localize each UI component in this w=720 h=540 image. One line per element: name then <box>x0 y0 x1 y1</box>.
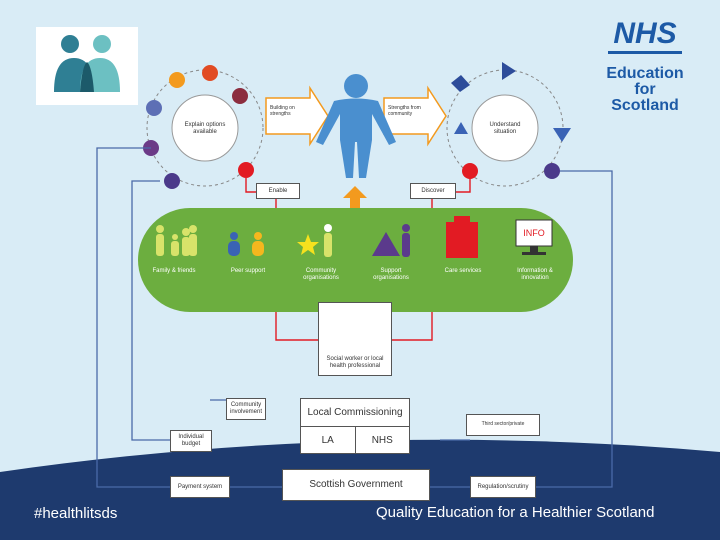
label-nhs: NHS <box>371 435 393 446</box>
community-org-icons <box>297 224 332 257</box>
label-care-services: Care services <box>444 268 482 274</box>
nhs-logo: NHS Education for Scotland <box>598 18 692 118</box>
label-la: LA <box>301 427 356 454</box>
nhs-line-education: Education <box>606 65 684 82</box>
label-peer-support: Peer support <box>230 268 266 274</box>
label-explain-options: Explain options available <box>184 122 226 135</box>
green-community-band <box>138 208 573 312</box>
label-support-orgs: Support organisations <box>373 268 409 281</box>
right-inner-circle <box>471 94 539 162</box>
community-involvement-box: Community involvement <box>226 398 266 420</box>
peer-support-icons <box>228 232 264 256</box>
right-cycle-shapes <box>451 62 571 179</box>
label-information-innovation: Information & innovation <box>517 268 553 281</box>
label-professional: Social worker or local health profession… <box>326 356 384 370</box>
nhs-line-for: for <box>634 81 656 98</box>
enable-box: Enable <box>256 183 300 199</box>
people-logo <box>54 35 120 92</box>
local-commissioning-box: Local Commissioning LA NHS <box>300 398 410 454</box>
central-person-icon <box>316 74 396 178</box>
nhs-badge: NHS <box>613 17 677 50</box>
connector-lines <box>96 147 613 488</box>
info-screen-text: INFO <box>523 228 545 238</box>
label-local-commissioning: Local Commissioning <box>301 399 409 427</box>
footer-tagline: Quality Education for a Healthier Scotla… <box>376 504 655 521</box>
discover-box: Discover <box>410 183 456 199</box>
third-sector-box: Third sector/private <box>466 414 540 436</box>
professional-box: Social worker or local health profession… <box>318 302 392 376</box>
label-community-orgs: Community organisations <box>303 268 339 281</box>
regulation-scrutiny-box: Regulation/scrutiny <box>470 476 536 498</box>
family-icons <box>156 225 197 256</box>
nhs-line-scotland: Scotland <box>611 97 679 114</box>
care-services-icon <box>446 216 478 258</box>
nhs-swoosh <box>608 51 682 54</box>
left-cycle-dots <box>143 65 254 189</box>
label-building-strengths: Building on strengths <box>270 105 295 117</box>
label-family-friends: Family & friends <box>152 268 196 274</box>
arrow-building-strengths <box>265 85 329 147</box>
scottish-government-box: Scottish Government <box>282 469 430 501</box>
individual-budget-box: Individual budget <box>170 430 212 452</box>
commissioning-split: LA NHS <box>301 427 409 454</box>
payment-system-box: Payment system <box>170 476 230 498</box>
label-understand-situation: Understand situation <box>489 122 521 135</box>
info-computer-icon <box>515 219 553 255</box>
support-org-icons <box>372 224 410 257</box>
footer-hashtag: #healthlitsds <box>34 505 118 522</box>
label-strengths-community: Strengths from community <box>388 105 421 117</box>
left-inner-circle <box>171 94 239 162</box>
